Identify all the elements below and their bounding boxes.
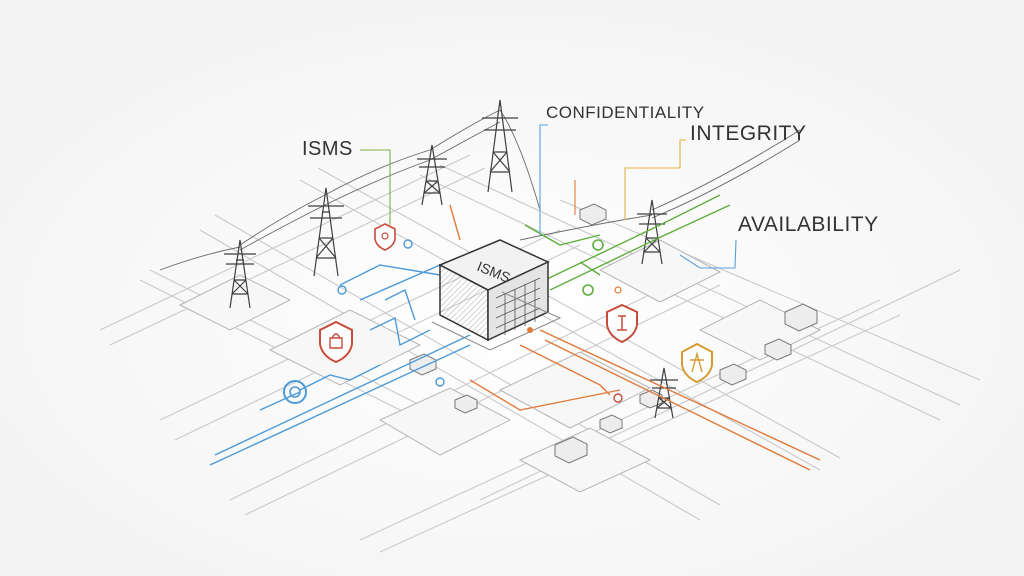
power-tower-icon: [482, 99, 518, 193]
shield-figure-icon: [606, 303, 638, 344]
integrity-leader-line: [624, 139, 686, 220]
target-node-icon: [283, 380, 307, 404]
power-lines: [159, 109, 801, 271]
label-leaders: [360, 124, 737, 269]
integrity-label: INTEGRITY: [690, 122, 807, 145]
confidentiality-label: CONFIDENTIALITY: [546, 103, 705, 122]
power-tower-icon: [224, 239, 256, 309]
isms-building: ISMS: [431, 239, 562, 351]
building-base: [431, 291, 562, 351]
green-data-flow: [524, 194, 731, 291]
shield-lock-icon: [319, 320, 353, 364]
power-tower-icon: [308, 187, 344, 277]
power-tower-icon: [637, 199, 667, 265]
confidentiality-leader-line: [539, 124, 548, 235]
location-pin-icon: [337, 239, 623, 403]
blue-data-flow: [209, 264, 471, 466]
orange-data-flow: [449, 204, 821, 471]
shield-pin-icon: [374, 223, 396, 251]
isms-label: ISMS: [302, 138, 353, 160]
power-tower-icon: [417, 144, 447, 206]
isms-leader-line: [360, 149, 391, 225]
shield-tower-icon: [681, 342, 713, 384]
availability-leader-line: [679, 239, 737, 269]
availability-label: AVAILABILITY: [738, 213, 879, 236]
